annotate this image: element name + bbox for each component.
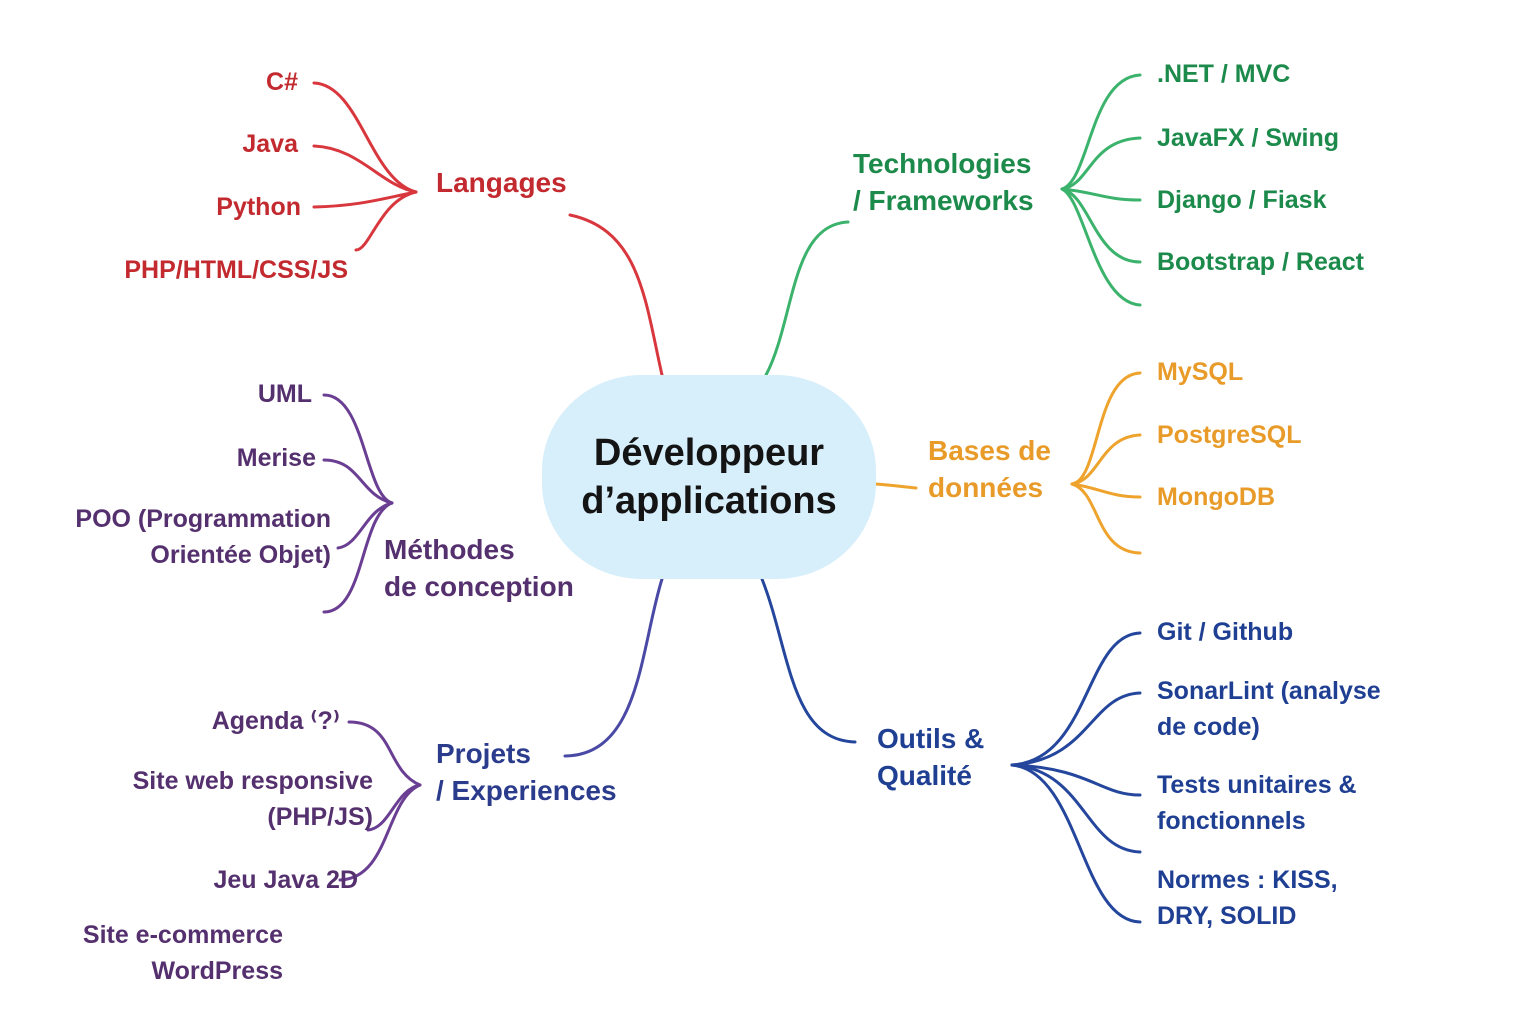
leaf-django-fiask: Django / Fiask xyxy=(1157,186,1327,214)
edge-projets-jeu xyxy=(338,783,422,882)
edge-bases-postgresql xyxy=(1070,433,1142,486)
leaf-php-html-css-js: PHP/HTML/CSS/JS xyxy=(124,256,348,284)
edge-langages-php xyxy=(354,190,418,252)
edge-methodes-merise xyxy=(322,458,394,505)
edge-outils-git xyxy=(1010,631,1142,767)
leaf-normes: Normes : KISS, DRY, SOLID xyxy=(1157,866,1338,930)
edge-technologies-extra xyxy=(1060,187,1142,307)
edge-projets-agenda xyxy=(347,720,422,787)
leaf-agenda: Agenda ⁽?⁾ xyxy=(211,707,340,735)
leaf-git-github: Git / Github xyxy=(1157,618,1294,646)
edge-technologies-django xyxy=(1060,187,1142,202)
outils-connectors xyxy=(760,577,1142,924)
methodes-connectors xyxy=(322,393,394,614)
edge-outils-tests xyxy=(1010,763,1142,797)
branch-projets: Projets / Experiences xyxy=(436,738,617,806)
center-node: Développeur d’applications xyxy=(542,375,876,579)
leaf-postgresql: PostgreSQL xyxy=(1157,421,1302,449)
edge-center-langages xyxy=(568,213,664,377)
edge-outils-sonarlint xyxy=(1010,691,1142,767)
edge-center-outils xyxy=(760,577,857,744)
edge-center-projets xyxy=(563,577,664,758)
projets-connectors xyxy=(338,577,664,882)
edge-outils-extra2 xyxy=(1010,763,1142,924)
edge-technologies-net xyxy=(1060,73,1142,191)
edge-technologies-bootstrap xyxy=(1060,187,1142,264)
edge-outils-extra1 xyxy=(1010,763,1142,854)
center-node-label: Développeur d’applications xyxy=(581,432,837,522)
leaf-net-mvc: .NET / MVC xyxy=(1157,60,1291,88)
technologies-connectors xyxy=(764,73,1142,377)
edge-methodes-extra xyxy=(322,501,394,614)
edge-bases-extra xyxy=(1070,482,1142,555)
leaf-bootstrap-react: Bootstrap / React xyxy=(1157,248,1364,276)
leaf-sonarlint: SonarLint (analyse de code) xyxy=(1157,677,1381,741)
branch-outils-qualite: Outils & Qualité xyxy=(877,723,985,791)
branch-langages: Langages xyxy=(436,167,567,198)
leaf-javafx-swing: JavaFX / Swing xyxy=(1157,124,1340,152)
branch-bases-de-donnees: Bases de données xyxy=(928,435,1051,503)
leaf-mysql: MySQL xyxy=(1157,358,1244,386)
leaf-merise: Merise xyxy=(236,444,316,472)
langages-connectors xyxy=(312,81,664,377)
edge-bases-mongodb xyxy=(1070,482,1142,499)
leaf-site-web-responsive: Site web responsive (PHP/JS) xyxy=(132,767,373,831)
edge-langages-csharp xyxy=(312,81,418,194)
leaf-mongodb: MongoDB xyxy=(1157,483,1276,511)
edge-methodes-uml xyxy=(322,393,394,505)
bases-connectors xyxy=(874,371,1142,555)
leaf-python: Python xyxy=(216,193,301,221)
branch-methodes: Méthodes de conception xyxy=(384,534,574,602)
branch-technologies: Technologies / Frameworks xyxy=(853,148,1034,216)
edge-center-bases xyxy=(874,482,918,490)
leaf-jeu-java-2d: Jeu Java 2D xyxy=(213,866,358,894)
leaf-csharp: C# xyxy=(266,68,298,96)
leaf-java: Java xyxy=(242,130,298,158)
edge-center-technologies xyxy=(764,220,850,377)
leaf-poo: POO (Programmation Orientée Objet) xyxy=(75,505,331,569)
edge-bases-mysql xyxy=(1070,371,1142,486)
leaf-site-ecommerce: Site e-commerce WordPress xyxy=(82,921,283,985)
edge-langages-java xyxy=(312,144,418,194)
edge-technologies-javafx xyxy=(1060,136,1142,191)
leaf-uml: UML xyxy=(257,380,312,408)
leaf-tests-unitaires: Tests unitaires & fonctionnels xyxy=(1157,771,1357,835)
